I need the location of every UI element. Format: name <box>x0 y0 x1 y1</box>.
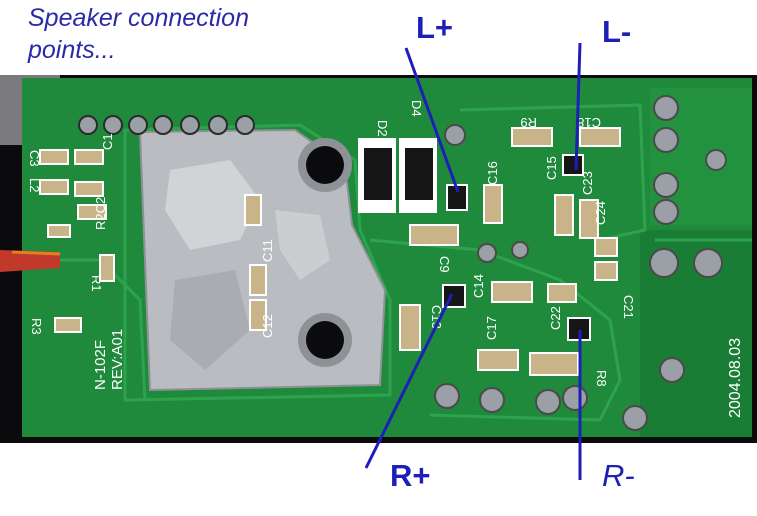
silk-l2: L2 <box>27 178 42 192</box>
silk-c15: C15 <box>544 156 559 180</box>
diodes <box>358 138 437 213</box>
silk-r3: R3 <box>29 318 44 335</box>
silk-c17: C17 <box>484 316 499 340</box>
silk-c13: C13 <box>429 305 444 329</box>
caption-line-2: points... <box>28 36 116 64</box>
silk-r9: R9 <box>520 115 537 130</box>
caption-line-1: Speaker connection <box>28 4 249 32</box>
silk-c11: C11 <box>260 239 275 262</box>
silk-r2c2: R2C2 <box>93 197 108 230</box>
caption: Speaker connection points... <box>28 2 249 66</box>
through-hole-pads <box>434 95 727 431</box>
header-pins <box>78 115 255 135</box>
left-wire <box>0 250 60 272</box>
silk-c21: C21 <box>621 295 636 319</box>
smd-components <box>39 127 621 376</box>
silk-c12: C12 <box>260 314 275 338</box>
silk-revision: REV:A01 <box>109 329 126 390</box>
label-l-minus: L- <box>602 14 632 49</box>
silk-c22: C22 <box>548 306 563 330</box>
pointer-r-plus <box>364 293 454 469</box>
silk-c3: C3 <box>27 150 42 167</box>
silk-c1: C1 <box>100 133 115 150</box>
silk-c9: C9 <box>437 256 452 273</box>
pointer-l-minus <box>574 42 582 171</box>
silk-c14: C14 <box>471 274 486 298</box>
silk-c23: C23 <box>580 171 595 195</box>
silk-r8: R8 <box>594 370 609 387</box>
pointer-l-plus <box>404 47 460 193</box>
silk-part-code: N-102F <box>92 340 109 390</box>
silk-date-code: 2004.08.03 <box>727 338 744 418</box>
silk-d2: D2 <box>375 120 390 137</box>
pointer-lines <box>364 42 582 480</box>
silk-r1: R1 <box>89 275 104 292</box>
silk-c24: C24 <box>593 201 608 225</box>
silk-c16: C16 <box>485 161 500 185</box>
label-r-plus: R+ <box>390 458 431 493</box>
silk-c18: C18 <box>577 115 601 130</box>
label-r-minus: R- <box>602 458 635 493</box>
silk-d4: D4 <box>409 100 424 117</box>
label-l-plus: L+ <box>416 10 454 45</box>
